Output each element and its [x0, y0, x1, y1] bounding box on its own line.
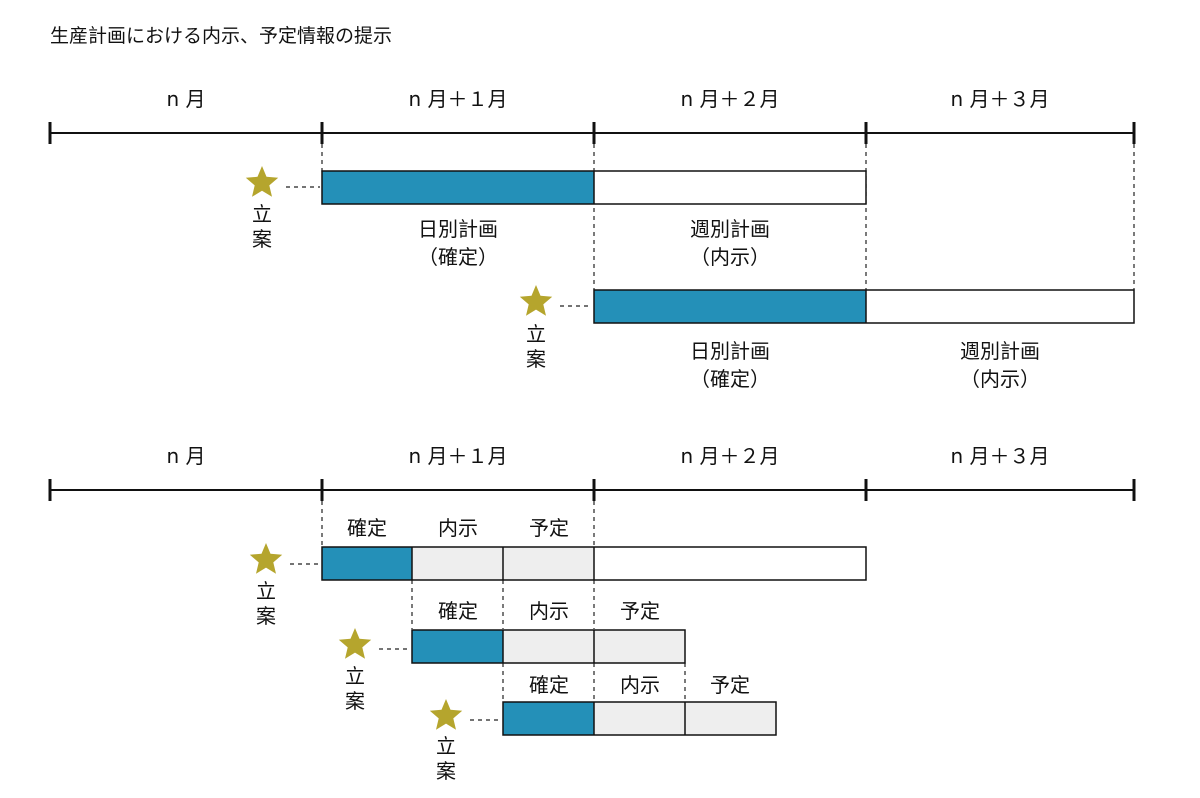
month-header-n-plus-1: n 月＋１月 [408, 87, 507, 111]
month-header-n: n 月 [166, 87, 205, 111]
lower-plan-row-1: 確定 内示 予定 立 案 [249, 516, 867, 628]
upper-plan-row-2: 立 案 日別計画 （確定） 週別計画 （内示） [519, 285, 1135, 391]
segment-scheduled [594, 630, 685, 663]
lower-plan-row-2: 確定 内示 予定 立 案 [338, 599, 686, 713]
lower-month-headers: n 月 n 月＋１月 n 月＋２月 n 月＋３月 [166, 444, 1049, 468]
segment-label: 確定 [347, 516, 387, 540]
segment-label: 確定 [438, 599, 478, 623]
segment-weekly [594, 171, 866, 204]
plan-start-label-top: 立 [526, 322, 546, 346]
plan-start-label-bottom: 案 [252, 227, 272, 251]
segment-scheduled [685, 702, 776, 735]
plan-start-label-bottom: 案 [526, 347, 546, 371]
month-header-n-plus-3: n 月＋３月 [950, 444, 1049, 468]
segment-label: 日別計画 [690, 339, 770, 363]
star-icon [338, 628, 372, 659]
segment-label: 内示 [438, 516, 478, 540]
month-header-n-plus-2: n 月＋２月 [680, 444, 779, 468]
upper-panel: n 月 n 月＋１月 n 月＋２月 n 月＋３月 立 案 [48, 87, 1136, 391]
upper-guides [321, 144, 1135, 290]
lower-panel: n 月 n 月＋１月 n 月＋２月 n 月＋３月 確定 内示 [48, 444, 1136, 783]
diagram-title: 生産計画における内示、予定情報の提示 [50, 25, 392, 47]
segment-label: 週別計画 [690, 217, 770, 241]
plan-start-label-bottom: 案 [345, 689, 365, 713]
lower-timeline-axis [48, 479, 1136, 501]
lower-guides [321, 501, 686, 701]
segment-label: 予定 [529, 516, 569, 540]
segment-confirmed [322, 171, 594, 204]
segment-empty [594, 547, 866, 580]
upper-timeline-axis [48, 122, 1136, 144]
segment-label: 週別計画 [960, 339, 1040, 363]
segment-weekly [866, 290, 1134, 323]
segment-label: 内示 [620, 673, 660, 697]
plan-start-label-top: 立 [256, 579, 276, 603]
plan-start-label-top: 立 [436, 734, 456, 758]
segment-confirmed [503, 702, 594, 735]
segment-confirmed [322, 547, 412, 580]
upper-month-headers: n 月 n 月＋１月 n 月＋２月 n 月＋３月 [166, 87, 1049, 111]
segment-advance-notice [503, 630, 594, 663]
bar-outline [502, 701, 777, 736]
month-header-n-plus-1: n 月＋１月 [408, 444, 507, 468]
month-header-n-plus-2: n 月＋２月 [680, 87, 779, 111]
upper-plan-row-1: 立 案 日別計画 （確定） 週別計画 （内示） [245, 166, 867, 269]
segment-scheduled [503, 547, 594, 580]
segment-label: 予定 [620, 599, 660, 623]
plan-start-label-bottom: 案 [256, 604, 276, 628]
month-header-n-plus-3: n 月＋３月 [950, 87, 1049, 111]
segment-label: 確定 [529, 673, 569, 697]
star-icon [519, 285, 553, 316]
segment-confirmed [412, 630, 503, 663]
month-header-n: n 月 [166, 444, 205, 468]
segment-label: （内示） [960, 367, 1040, 391]
bar-outline [593, 289, 1135, 324]
plan-start-label-bottom: 案 [436, 759, 456, 783]
segment-label: （内示） [690, 245, 770, 269]
segment-label: 日別計画 [418, 217, 498, 241]
segment-label: （確定） [690, 367, 770, 391]
plan-start-label-top: 立 [345, 664, 365, 688]
star-icon [429, 699, 463, 730]
bar-outline [411, 629, 686, 664]
star-icon [245, 166, 279, 197]
segment-label: （確定） [418, 245, 498, 269]
lower-plan-row-3: 確定 内示 予定 立 案 [429, 673, 777, 783]
segment-advance-notice [594, 702, 685, 735]
segment-label: 内示 [529, 599, 569, 623]
segment-label: 予定 [710, 673, 750, 697]
star-icon [249, 543, 283, 574]
segment-advance-notice [412, 547, 503, 580]
segment-confirmed [594, 290, 866, 323]
plan-start-label-top: 立 [252, 202, 272, 226]
